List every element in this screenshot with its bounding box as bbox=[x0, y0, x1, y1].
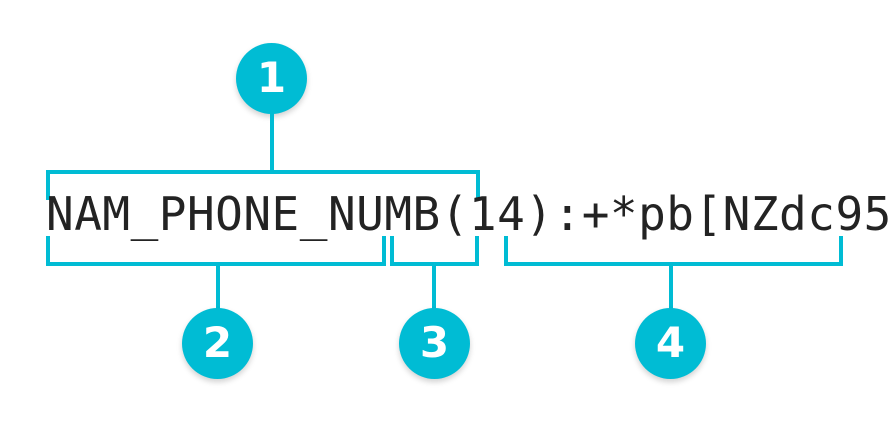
callout-stem-3 bbox=[432, 264, 436, 314]
callout-badge-1-label: 1 bbox=[256, 52, 287, 102]
callout-stem-4 bbox=[669, 264, 673, 314]
callout-stem-2 bbox=[216, 264, 220, 314]
callout-badge-2[interactable]: 2 bbox=[182, 308, 253, 379]
callout-badge-2-label: 2 bbox=[202, 317, 233, 367]
callout-badge-3-label: 3 bbox=[419, 317, 450, 367]
bracket-1-above-field-and-length bbox=[46, 170, 480, 200]
bracket-4-below-value bbox=[504, 236, 843, 266]
bracket-2-below-field-name bbox=[46, 236, 386, 266]
bracket-3-below-length bbox=[390, 236, 479, 266]
annotated-code-string: NAM_PHONE_NUMB(14):+*pb[NZdc95tLB bbox=[46, 187, 890, 241]
callout-badge-3[interactable]: 3 bbox=[399, 308, 470, 379]
callout-badge-4[interactable]: 4 bbox=[635, 308, 706, 379]
callout-badge-1[interactable]: 1 bbox=[236, 43, 307, 114]
callout-stem-1 bbox=[270, 110, 274, 172]
callout-badge-4-label: 4 bbox=[655, 317, 686, 367]
